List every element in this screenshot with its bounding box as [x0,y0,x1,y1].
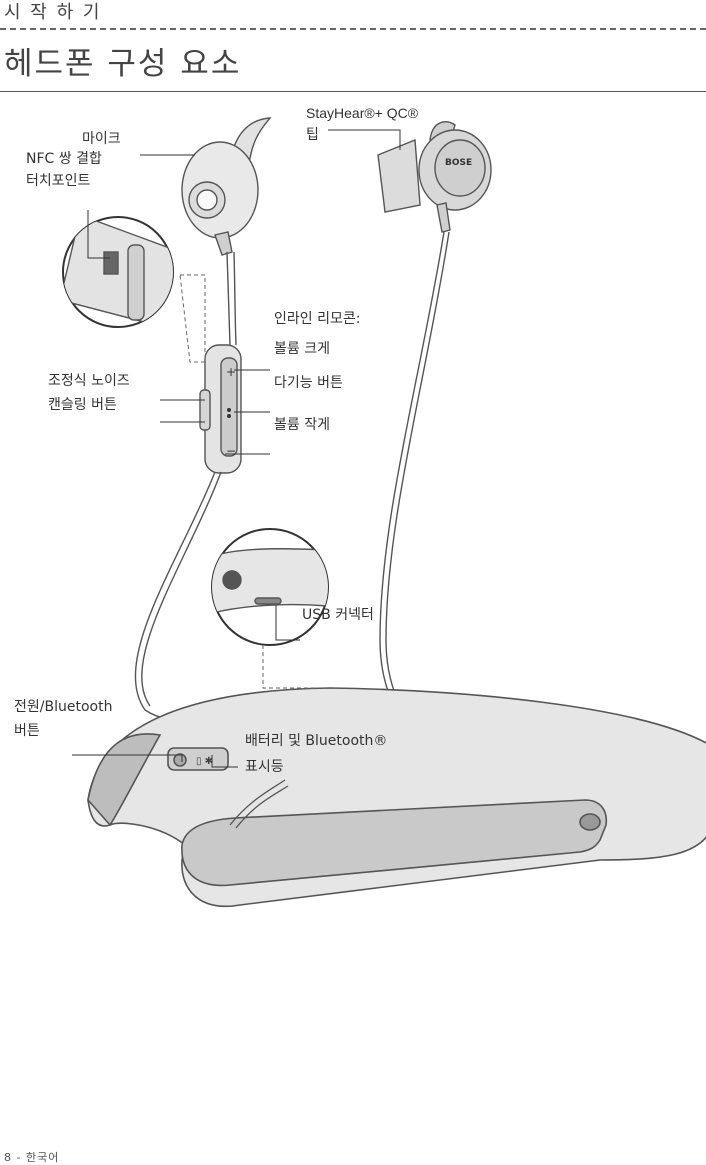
left-cable [226,251,231,346]
svg-text:−: − [226,444,236,458]
tip-label-line2: 팁 [306,127,319,143]
inline-remote: + − [199,344,242,474]
volume-down-label: 볼륨 작게 [274,417,330,433]
nfc-label-line1: NFC 쌍 결합 [26,151,102,167]
nfc-label-line2: 터치포인트 [26,173,91,189]
title-divider [0,91,706,92]
left-earbud [181,117,272,256]
remote-cable [134,471,216,722]
dashed-divider [0,28,706,30]
volume-up-label: 볼륨 크게 [274,341,330,357]
svg-text:▯ ✱: ▯ ✱ [196,756,213,767]
battery-bluetooth-indicator-label-line2: 표시등 [245,759,284,775]
right-earbud: BOSE [377,121,492,233]
page-title: 헤드폰 구성 요소 [4,46,242,82]
usb-connector-label: USB 커넥터 [302,607,374,623]
anc-label-line1: 조정식 노이즈 [48,373,130,389]
tip-label-line1: StayHear®+ QC® [306,105,419,121]
nfc-zoom-circle [62,216,174,328]
remote-title-label: 인라인 리모콘: [274,311,361,327]
headphones-illustration: + − BOSE ▯ ✱ [62,117,706,908]
page-footer: 8 - 한국어 [4,1151,60,1164]
svg-text:BOSE: BOSE [445,158,472,168]
mic-label: 마이크 [82,131,121,147]
leader-lines [72,129,401,768]
power-bluetooth-label-line1: 전원/Bluetooth [14,699,113,715]
section-label: 시 작 하 기 [4,2,102,23]
anc-label-line2: 캔슬링 버튼 [48,397,117,413]
multifunction-button-label: 다기능 버튼 [274,375,343,391]
battery-bluetooth-indicator-label-line1: 배터리 및 Bluetooth® [245,733,388,749]
usb-zoom-circle [211,528,329,646]
neckband: ▯ ✱ [87,687,706,908]
power-bluetooth-label-line2: 버튼 [14,723,40,739]
svg-text:+: + [226,365,236,379]
